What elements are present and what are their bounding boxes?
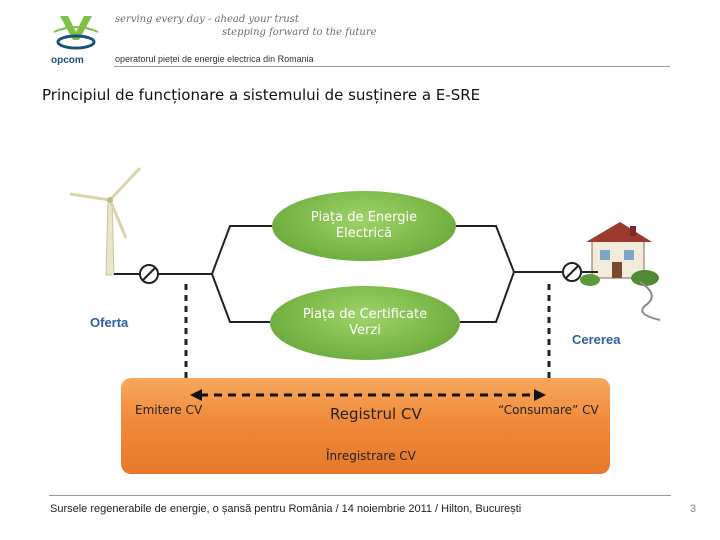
offer-label: Oferta [90,315,129,330]
consumare-label: “Consumare” CV [498,403,599,417]
cv-market-label-1: Piața de Certificate [302,307,428,322]
energy-market-label-1: Piața de Energie [310,210,418,225]
logo-text: opcom [51,55,84,66]
green-certificate-market-node: Piața de Certificate Verzi [270,286,460,360]
meter-left-icon [139,264,159,284]
header-divider [114,66,670,67]
tagline-1: serving every day - ahead your trust [115,14,299,25]
arrow-right-icon [534,389,546,401]
footer-text: Sursele regenerabile de energie, o șansă… [50,503,522,515]
registrul-label: Registrul CV [330,405,422,423]
meter-right-icon [562,262,582,282]
footer-divider [49,495,671,496]
house-icon [580,222,661,321]
demand-label: Cererea [572,332,621,347]
arrow-left-icon [190,389,202,401]
opcom-logo-icon [53,16,99,50]
tagline-2: stepping forward to the future [222,27,377,38]
inregistrare-label: Înregistrare CV [326,449,416,463]
slide-title: Principiul de funcționare a sistemului d… [42,86,481,104]
energy-market-node: Piața de Energie Electrică [272,191,456,261]
emitere-label: Emitere CV [135,403,203,417]
opcom-logo [46,12,106,58]
page-number: 3 [690,503,697,515]
energy-market-label-2: Electrică [335,226,393,241]
cv-market-label-2: Verzi [349,323,381,338]
header-subtitle: operatorul pieței de energie electrica d… [115,54,314,64]
